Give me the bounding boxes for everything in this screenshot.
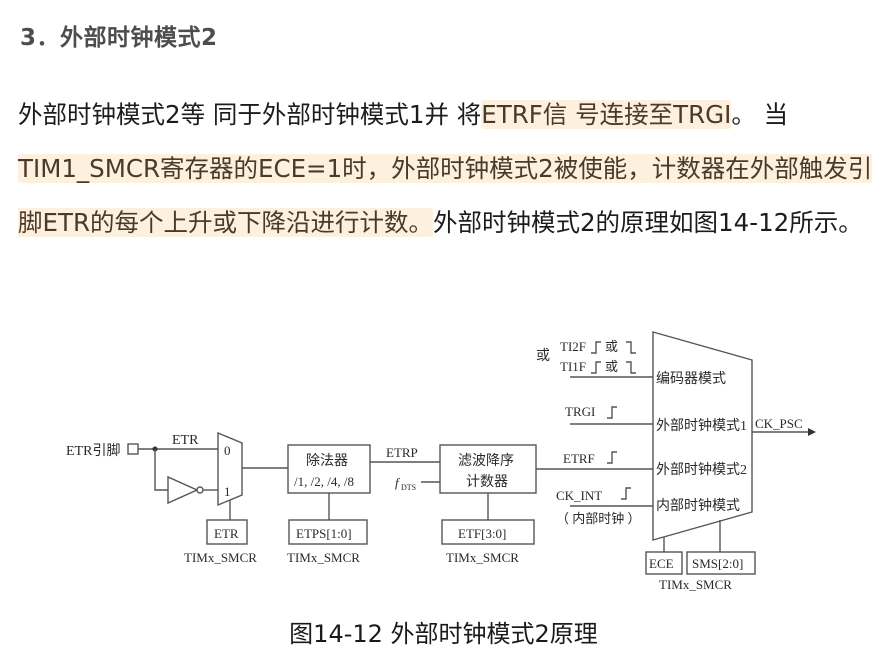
register-label-4: TIMx_SMCR [659, 577, 732, 592]
mode-internal: 内部时钟模式 [656, 497, 740, 514]
etrp-label: ETRP [386, 445, 418, 460]
clock-mode2-diagram: ETR引脚 ETR 0 1 ETR TIMx_SMCR 除法器 /1, /2, … [0, 320, 887, 610]
arrow-right-icon [808, 428, 816, 436]
filter-title-2: 计数器 [466, 474, 508, 490]
inverter-icon [167, 475, 199, 505]
rising-edge-icon [607, 406, 617, 419]
falling-edge-icon [626, 341, 636, 354]
etr-register: ETR [214, 526, 239, 541]
register-label-3: TIMx_SMCR [446, 550, 519, 565]
ck-int-label: CK_INT [556, 488, 602, 503]
etps-register: ETPS[1:0] [296, 526, 352, 541]
mode-ext2: 外部时钟模式2 [656, 461, 747, 478]
etr-signal-label: ETR [172, 433, 199, 448]
etr-pin-label: ETR引脚 [66, 443, 120, 459]
highlight-etrf: ETRF信 号连接至TRGI [481, 100, 732, 129]
ti2f-label: TI2F [560, 339, 586, 354]
ck-int-note: （ 内部时钟 ） [556, 511, 641, 526]
clock-select-mux [652, 331, 753, 541]
section-heading: 3．外部时钟模式2 [20, 25, 218, 51]
ck-psc-label: CK_PSC [755, 416, 803, 431]
divider-block [287, 444, 371, 494]
para-text-3: 外部时钟模式2的原理如图14-12所示。 [432, 208, 863, 237]
para-text-2: 。 当 [731, 100, 789, 129]
figure-caption: 图14-12 外部时钟模式2原理 [289, 620, 598, 648]
divider-values: /1, /2, /4, /8 [294, 474, 354, 489]
or-small-1: 或 [605, 339, 618, 354]
or-label: 或 [536, 348, 550, 364]
mode-encoder: 编码器模式 [656, 371, 726, 387]
para-text-1: 外部时钟模式2等 同于外部时钟模式1并 将 [18, 100, 482, 129]
mode-ext1: 外部时钟模式1 [656, 417, 747, 434]
mux-input-0: 0 [224, 443, 231, 458]
fdts-label: f [395, 475, 401, 490]
sms-register: SMS[2:0] [692, 556, 743, 571]
rising-edge-icon [621, 487, 631, 500]
rising-edge-icon [591, 341, 601, 354]
etrf-label: ETRF [563, 451, 595, 466]
etf-register: ETF[3:0] [458, 526, 506, 541]
divider-title: 除法器 [306, 453, 348, 469]
mux-input-1: 1 [224, 484, 231, 499]
filter-title-1: 滤波降序 [458, 453, 514, 469]
ti1f-label: TI1F [560, 359, 586, 374]
body-paragraph: 外部时钟模式2等 同于外部时钟模式1并 将ETRF信 号连接至TRGI。 当TI… [18, 88, 878, 250]
falling-edge-icon [626, 361, 636, 374]
rising-edge-icon [591, 361, 601, 374]
rising-edge-icon [607, 451, 617, 464]
trgi-label: TRGI [565, 404, 595, 419]
register-label-1: TIMx_SMCR [184, 550, 257, 565]
or-small-2: 或 [605, 359, 618, 374]
register-label-2: TIMx_SMCR [287, 550, 360, 565]
fdts-subscript: DTS [401, 483, 416, 492]
mux-icon [217, 431, 243, 507]
etr-pin-icon [127, 443, 139, 455]
ece-register: ECE [649, 556, 674, 571]
